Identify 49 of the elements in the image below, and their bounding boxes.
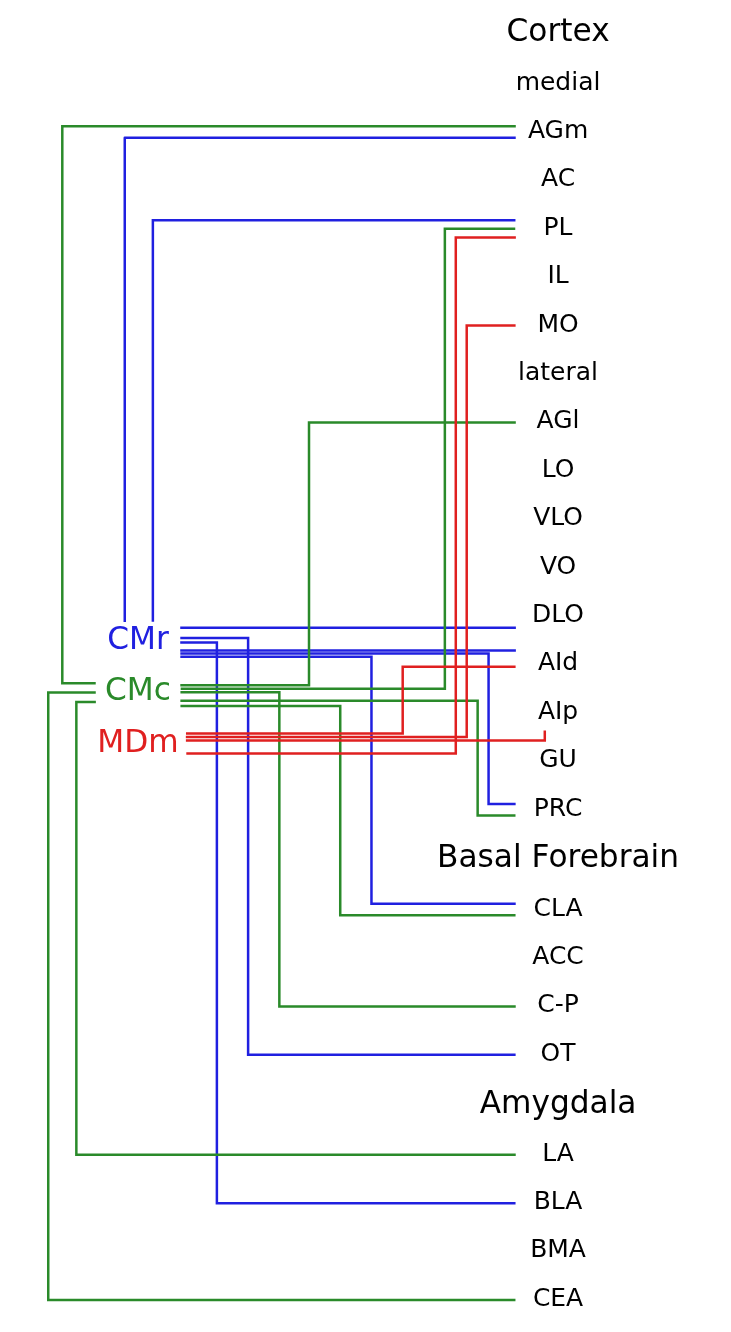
connector (179, 421, 516, 687)
label: IL (546, 260, 569, 290)
node-text: OT (540, 1037, 576, 1067)
node-text: MO (536, 308, 579, 338)
connector (185, 236, 516, 755)
label: GU (538, 744, 577, 774)
node-text: CMc (104, 671, 171, 708)
connector (179, 690, 516, 1008)
node-text: C-P (536, 989, 579, 1019)
node-text: BLA (533, 1186, 582, 1216)
node-text: AGm (527, 114, 588, 144)
connector (46, 691, 515, 1302)
node-text: CMr (106, 619, 169, 656)
connector (179, 652, 516, 806)
label: LO (541, 453, 574, 483)
node-text: DLO (531, 598, 584, 628)
label: Basal Forebrain (436, 838, 679, 875)
label: BMA (529, 1234, 586, 1264)
connector (74, 700, 516, 1156)
label: VLO (532, 502, 583, 532)
label: AC (540, 163, 575, 193)
label: Cortex (506, 12, 610, 49)
node-text: CLA (533, 892, 583, 922)
label: Amygdala (479, 1083, 636, 1120)
connector (185, 665, 516, 735)
connector (123, 136, 516, 622)
connector (179, 699, 515, 817)
label: VO (539, 550, 576, 580)
label: lateral (517, 356, 598, 386)
connector (185, 324, 516, 739)
node-text: PRC (533, 792, 582, 822)
connector (60, 125, 516, 685)
node-text: MDm (96, 722, 179, 759)
node-text: AGl (536, 405, 580, 435)
node-text: AId (537, 647, 578, 677)
node-text: CEA (532, 1282, 583, 1312)
node-text: PL (543, 211, 573, 241)
label: medial (515, 66, 600, 96)
node-text: AIp (537, 695, 578, 725)
connector (179, 649, 516, 652)
connector (179, 626, 516, 629)
connector (151, 218, 515, 622)
connector (179, 641, 516, 1205)
connector (180, 227, 515, 690)
label: ACC (531, 940, 584, 970)
connector (179, 655, 516, 906)
node-text: LA (541, 1137, 574, 1167)
connector (179, 704, 516, 917)
connector (179, 636, 516, 1057)
